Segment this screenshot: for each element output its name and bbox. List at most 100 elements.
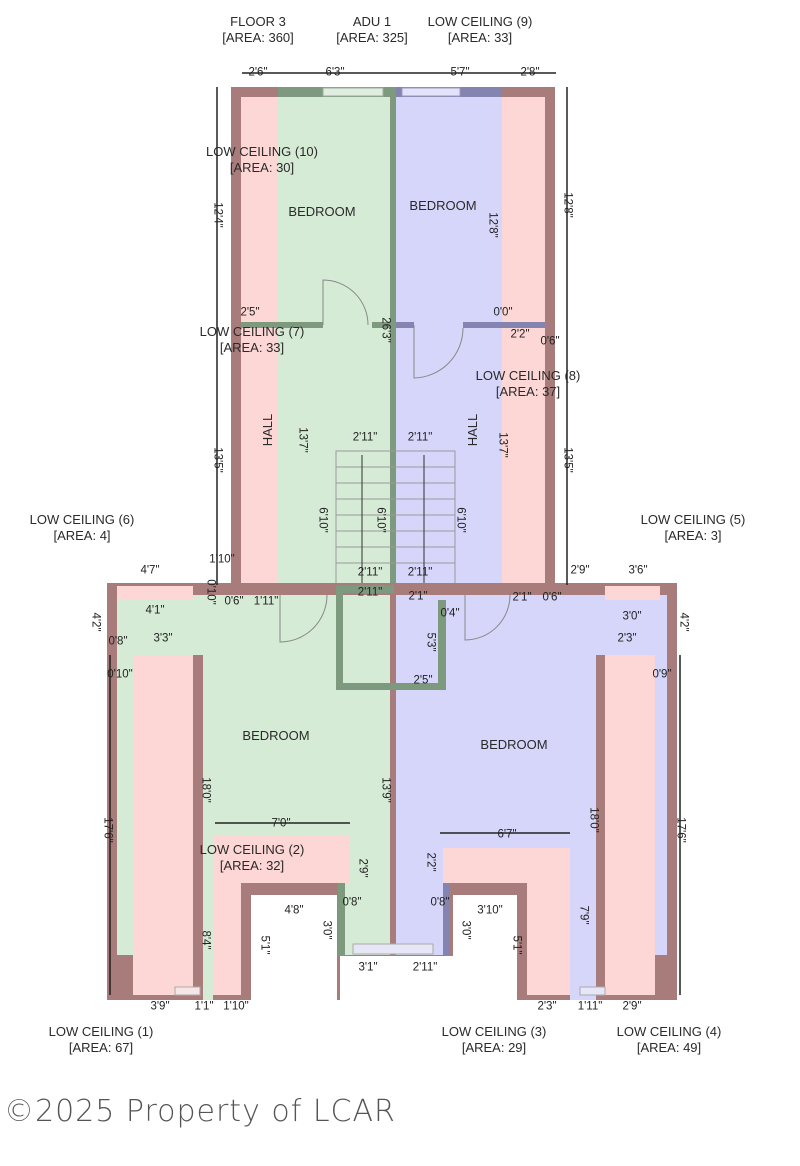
dimension-label: 5'7" (450, 66, 470, 79)
dimension-label: 1'1" (194, 1000, 214, 1013)
room-area: [AREA: 325] (336, 30, 408, 45)
door-swing (464, 594, 511, 641)
dimension-label: 3'6" (628, 564, 648, 577)
dimension-label: 3'10" (477, 904, 503, 917)
low-ceiling-1-area (133, 655, 193, 995)
dimension-label: 26'3" (379, 317, 392, 343)
room-label: HALL (465, 414, 481, 447)
door-swing (322, 279, 369, 326)
dimension-label: 18'0" (587, 807, 600, 833)
dimension-label: 3'9" (150, 1000, 170, 1013)
bottom-window (579, 986, 606, 996)
room-area: [AREA: 32] (219, 858, 285, 873)
dimension-label: 4'7" (140, 564, 160, 577)
dimension-label: 0'4" (440, 607, 460, 620)
room-name: HALL (260, 413, 275, 447)
dimension-label: 3'0" (459, 920, 472, 940)
dimension-label: 8'4" (199, 930, 212, 950)
dimension-label: 7'9" (577, 905, 590, 925)
middle-wall-green (372, 322, 392, 328)
dimension-label: 2'8" (520, 66, 540, 79)
dimension-label: 6'7" (497, 828, 517, 841)
dimension-label: 2'11" (407, 566, 433, 579)
dimension-label: 1'10" (223, 1000, 249, 1013)
low-ceiling-2-area (213, 835, 241, 995)
dimension-label: 2'9" (622, 1000, 642, 1013)
room-name: ADU 1 (352, 14, 392, 29)
closet-walls (336, 585, 446, 690)
dimension-label: 0'6" (542, 591, 562, 604)
column-wall (338, 883, 345, 956)
dimension-label: 3'0" (320, 920, 333, 940)
room-area: [AREA: 49] (636, 1040, 702, 1055)
room-name: LOW CEILING (6) (29, 512, 135, 527)
room-area: [AREA: 29] (461, 1040, 527, 1055)
dimension-label: 13'7" (496, 432, 509, 458)
room-label: BEDROOM (242, 728, 309, 744)
dimension-label: 2'5" (413, 674, 433, 687)
room-label: BEDROOM (480, 737, 547, 753)
lower-green-strip (203, 655, 213, 1000)
dimension-label: 2'11" (407, 431, 433, 444)
dimension-label: 0'0" (493, 306, 513, 319)
room-label: LOW CEILING (6)[AREA: 4] (30, 512, 135, 544)
room-name: BEDROOM (288, 204, 356, 219)
dimension-label: 1'11" (253, 595, 279, 608)
room-label: LOW CEILING (2)[AREA: 32] (200, 842, 305, 874)
room-name: BEDROOM (409, 198, 477, 213)
watermark: ©2025 Property of LCAR (4, 1094, 396, 1129)
dimension-label: 13'9" (379, 777, 392, 803)
room-area: [AREA: 67] (68, 1040, 134, 1055)
room-label: LOW CEILING (4)[AREA: 49] (617, 1024, 722, 1056)
dimension-label: 3'1" (358, 961, 378, 974)
center-column-green (345, 883, 390, 955)
lc1-inner-wall (193, 655, 203, 1000)
dimension-label: 2'3" (617, 632, 637, 645)
dimension-label: 2'6" (248, 66, 268, 79)
dimension-label: 0'8" (430, 896, 450, 909)
dimension-label: 0'10" (107, 668, 133, 681)
dimension-label: 2'11" (352, 431, 378, 444)
center-wall (390, 87, 396, 957)
dimension-label: 2'9" (570, 564, 590, 577)
lower-blue-strip (570, 655, 596, 1000)
dimension-label: 0'10" (204, 579, 217, 605)
room-name: FLOOR 3 (230, 14, 286, 29)
dimension-label: 17'6" (101, 817, 114, 843)
adu-upper-green-area (278, 97, 391, 587)
dimension-lines (109, 72, 681, 995)
dimension-label: 4'2" (89, 612, 102, 632)
room-area: [AREA: 37] (495, 384, 561, 399)
room-label: BEDROOM (409, 198, 476, 214)
room-label: FLOOR 3[AREA: 360] (222, 14, 294, 46)
dimension-label: 12'8" (486, 212, 499, 238)
dimension-label: 12'4" (211, 202, 224, 228)
dimension-label: 13'5" (561, 447, 574, 473)
bottom-window (174, 986, 201, 996)
dimension-label: 5'1" (510, 935, 523, 955)
cutout-bottom (340, 956, 456, 1006)
room-label: LOW CEILING (3)[AREA: 29] (442, 1024, 547, 1056)
room-area: [AREA: 30] (229, 160, 295, 175)
room-label: BEDROOM (288, 204, 355, 220)
dimension-label: 2'2" (424, 852, 437, 872)
low-ceiling-6-area (117, 586, 193, 600)
column-wall (443, 883, 450, 956)
dimension-label: 3'0" (622, 610, 642, 623)
window (401, 87, 461, 97)
room-name: HALL (465, 413, 480, 447)
dimension-label: 17'6" (674, 817, 687, 843)
low-ceiling-3-area (527, 848, 570, 995)
room-name: LOW CEILING (1) (48, 1024, 154, 1039)
room-name: BEDROOM (242, 728, 310, 743)
room-label: LOW CEILING (8)[AREA: 37] (476, 368, 581, 400)
dimension-label: 0'8" (108, 635, 128, 648)
dimension-label: 2'9" (356, 858, 369, 878)
dimension-label: 0'8" (342, 896, 362, 909)
dimension-label: 2'1" (512, 591, 532, 604)
room-name: LOW CEILING (2) (199, 842, 305, 857)
dimension-label: 2'11" (357, 566, 383, 579)
lc4-inner-wall (596, 655, 605, 1000)
room-label: HALL (260, 414, 276, 447)
